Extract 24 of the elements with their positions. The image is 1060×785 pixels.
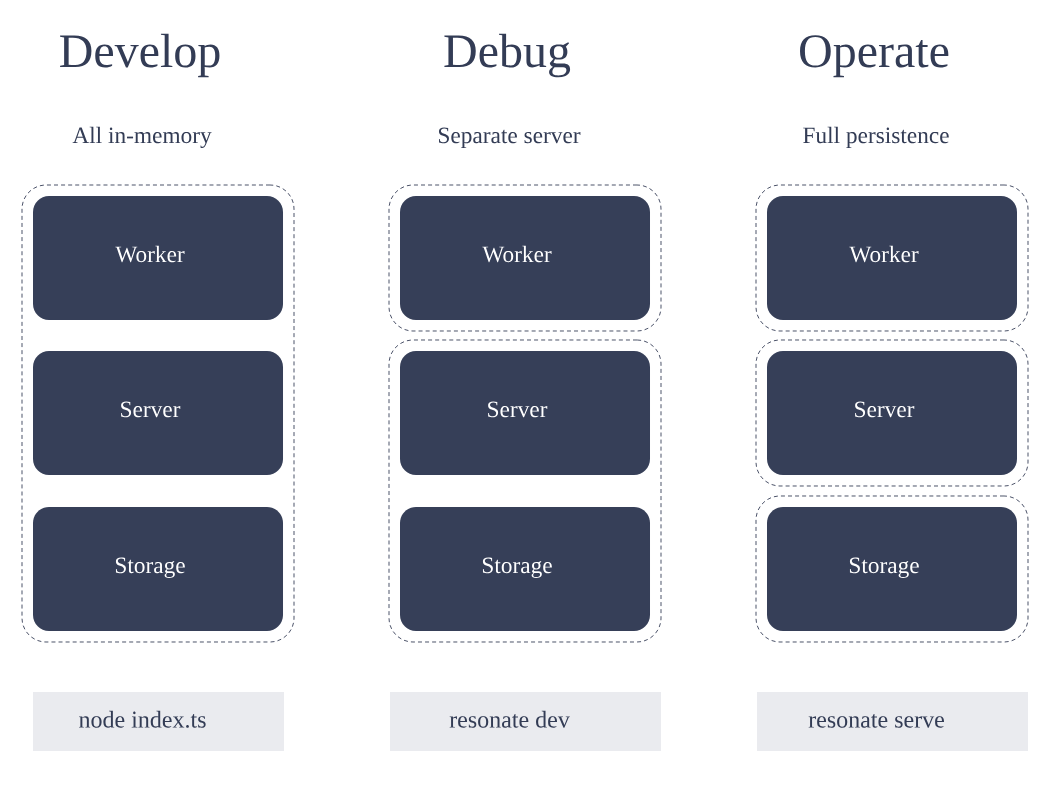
- component-box: Server: [400, 351, 650, 475]
- dashed-frame: [388, 339, 662, 643]
- component-box: Server: [33, 351, 283, 475]
- column-heading: Operate: [800, 35, 949, 78]
- column-subtitle: Separate server: [439, 127, 581, 148]
- dashed-frame: [21, 184, 295, 643]
- component-box: Server: [767, 351, 1017, 475]
- component-box: Worker: [33, 196, 283, 320]
- dashed-frame: [755, 495, 1029, 643]
- column-heading: Debug: [444, 33, 571, 78]
- dashed-frame: [755, 339, 1029, 487]
- component-box: Storage: [400, 507, 650, 631]
- component-box: Storage: [33, 507, 283, 631]
- command-box: resonate serve: [757, 692, 1028, 751]
- column-subtitle: Full persistence: [803, 126, 949, 148]
- component-box: Worker: [400, 196, 650, 320]
- column-subtitle: All in-memory: [72, 126, 212, 149]
- command-box: resonate dev: [390, 692, 661, 751]
- dashed-frame: [388, 184, 662, 332]
- command-box: node index.ts: [33, 692, 284, 751]
- component-box: Storage: [767, 507, 1017, 631]
- component-box: Worker: [767, 196, 1017, 320]
- dashed-frame: [755, 184, 1029, 332]
- column-heading: Develop: [60, 33, 220, 78]
